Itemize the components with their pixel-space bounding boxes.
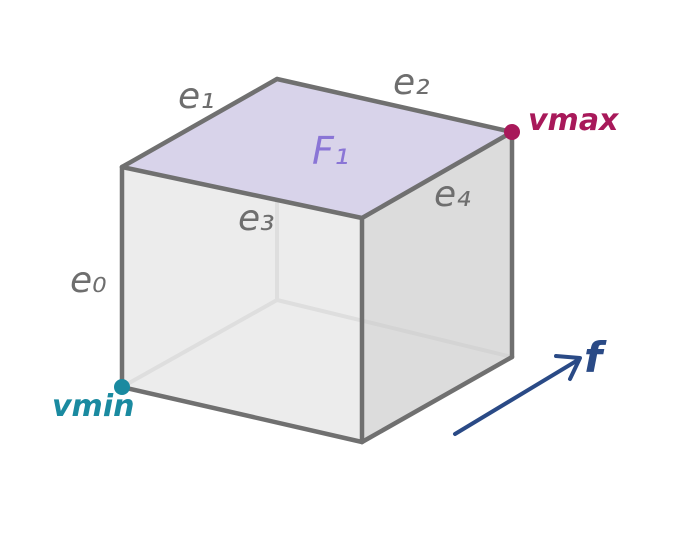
edge-right-bottom: [359, 354, 515, 445]
edge-e1: [119, 76, 280, 170]
label-e1: e₁: [178, 76, 215, 117]
edge-e4: [359, 129, 515, 221]
edge-e2: [274, 76, 515, 135]
label-e0: e₀: [70, 260, 107, 301]
label-e3: e₃: [238, 198, 275, 239]
vertex-vmin: [114, 379, 130, 395]
label-face-f1: F₁: [312, 129, 349, 173]
front-face: [122, 167, 362, 442]
label-arrow-f: f: [584, 333, 607, 382]
label-vmax: vmax: [528, 103, 620, 138]
right-face: [362, 132, 512, 442]
edge-front-bottom: [119, 384, 365, 445]
direction-arrow: [453, 354, 582, 436]
label-e4: e₄: [434, 174, 471, 215]
vertex-vmax: [504, 124, 520, 140]
label-vmin: vmin: [52, 389, 134, 424]
visible-edges: [119, 76, 515, 445]
label-e2: e₂: [393, 62, 430, 103]
edge-e3: [119, 164, 365, 221]
